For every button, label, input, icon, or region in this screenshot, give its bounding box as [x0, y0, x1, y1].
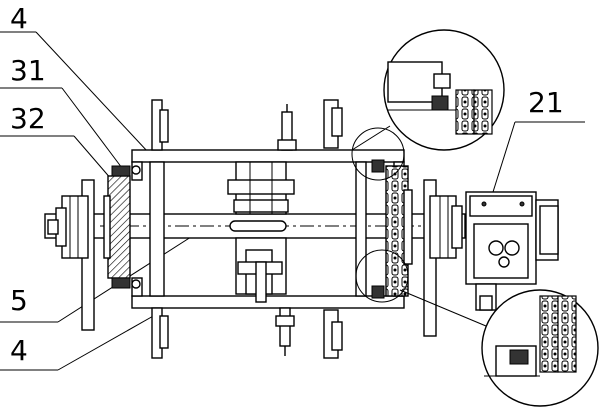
- right-chain-sprocket: [371, 159, 413, 299]
- detail-leader-top: [351, 125, 391, 151]
- detail-circle-top: [383, 29, 505, 151]
- left-frame: [149, 99, 169, 359]
- label-4-top: 4: [10, 2, 28, 35]
- leader-21: [492, 121, 516, 193]
- leader-31: [61, 87, 126, 173]
- label-4-bottom: 4: [10, 334, 28, 367]
- detail-ref-circle-top: [351, 127, 405, 181]
- leader-4-top: [35, 31, 149, 153]
- left-sprocket-32: [103, 165, 141, 289]
- leader-4-bottom: [57, 314, 156, 371]
- detail-circle-bottom: [481, 289, 599, 407]
- leader-32: [73, 135, 113, 181]
- label-32: 32: [10, 102, 46, 135]
- left-end-bearing: [47, 179, 95, 331]
- right-frame: [323, 99, 367, 359]
- label-21: 21: [528, 86, 564, 119]
- detail-ref-circle-bottom: [355, 249, 409, 303]
- gear-motor-21: [465, 191, 559, 311]
- right-end-bearing: [423, 179, 463, 337]
- detail-leader-bottom: [399, 289, 487, 327]
- center-bearing-upper: [227, 161, 295, 215]
- bottom-post: [275, 307, 295, 356]
- top-post: [277, 104, 297, 151]
- label-31: 31: [10, 54, 46, 87]
- center-bearing-lower: [235, 237, 287, 303]
- label-5: 5: [10, 284, 28, 317]
